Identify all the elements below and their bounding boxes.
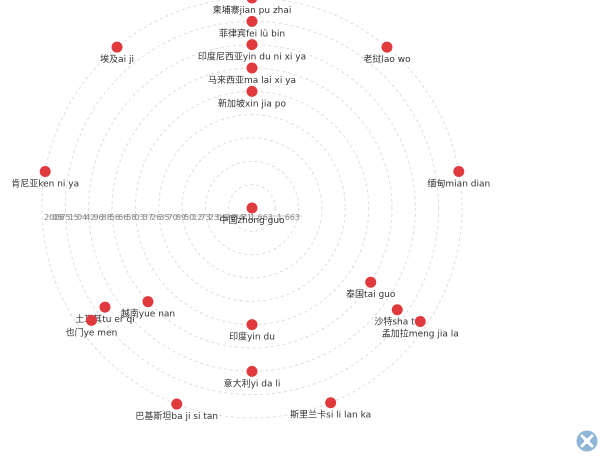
data-point-label: 沙特sha te [374,316,420,328]
data-point-label: 越南yue nan [121,308,175,320]
axis-tick-label: 03 [135,213,145,222]
axis-tick-label: 04 [77,213,87,222]
data-point-label: 菲律宾fei lü bin [219,27,285,39]
data-point-label: 新加坡xin jia po [218,97,286,109]
axis-tick-label: 50 [184,213,194,222]
axis-tick-label: 2006 [44,213,64,222]
axis-tick-label: 1.663 [277,213,300,222]
grid-ring [111,67,393,349]
axis-tick-label: 26 [151,213,161,222]
grid-ring [158,114,346,302]
data-point[interactable] [85,314,97,326]
grid-ring [204,160,300,256]
data-point-label: 也门ye men [66,326,118,338]
axis-tick-label: 96 [93,213,103,222]
data-point[interactable] [365,276,377,288]
data-point[interactable] [171,398,183,410]
data-point-label: 印度尼西亚yin du ni xi ya [198,51,306,63]
data-point-label: 印度yin du [229,331,275,343]
data-point[interactable] [111,41,123,53]
data-point[interactable] [99,301,111,313]
axis-tick-label: 12 [192,213,202,222]
data-point-label: 老挝lao wo [363,53,411,65]
data-point[interactable] [246,62,258,74]
axis-tick-label: 88 [102,213,112,222]
data-point[interactable] [246,319,258,331]
axis-tick-label: 75 [60,213,70,222]
axis-tick-label: 35 [159,213,169,222]
logo-icon [576,430,598,452]
grid-ring [228,184,276,232]
data-point-label: 肯尼亚ken ni ya [11,178,79,190]
data-point-label: 泰国tai guo [346,288,396,300]
data-point-label: 斯里兰卡si li lan ka [290,409,371,421]
data-point[interactable] [39,166,51,178]
axis-tick-label: 89 [176,213,186,222]
data-point[interactable] [414,316,426,328]
axis-tick-label: 09 [217,213,227,222]
data-point[interactable] [391,304,403,316]
axis-tick-label: 66 [118,213,128,222]
axis-tick-label: 56 [110,213,120,222]
data-point-label: 孟加拉meng jia la [382,328,459,340]
data-point-label: 缅甸mian dian [427,178,490,190]
data-point[interactable] [246,365,258,377]
data-point-label: 埃及ai ji [100,53,134,65]
axis-tick-label: 73 [201,213,211,222]
data-point[interactable] [453,166,465,178]
axis-tick-label: 05 [52,213,62,222]
axis-tick-label: 23 [209,213,219,222]
grid-ring [134,90,370,326]
axis-tick-label: 71 [242,213,252,222]
data-point[interactable] [246,39,258,51]
axis-tick-label: 15 [69,213,79,222]
grid-ring [181,137,323,279]
data-point[interactable] [246,15,258,27]
axis-tick-label: 58 [126,213,136,222]
data-point-label: 土耳其tu er qi [75,313,134,325]
grid-ring [41,0,463,419]
data-point-label: 马来西亚ma lai xi ya [208,75,296,86]
data-point-label: 意大利yi da li [224,377,281,389]
data-point[interactable] [246,0,258,4]
data-point[interactable] [246,85,258,97]
data-point[interactable] [381,41,393,53]
data-point[interactable] [142,296,154,308]
data-point-label: 中国zhong guo [219,214,285,226]
data-point[interactable] [325,397,337,409]
axis-tick-label: 70 [168,213,178,222]
grid-ring [64,20,440,396]
data-point-label: 柬埔寨jian pu zhai [213,4,292,16]
axis-tick-label: 84 [234,213,244,222]
data-point-label: 巴基斯坦ba ji si tan [135,410,218,422]
axis-tick-label: 1.663 [250,213,273,222]
data-point[interactable] [246,202,258,214]
axis-tick-label: 26 [225,213,235,222]
axis-tick-label: 37 [143,213,153,222]
axis-tick-label: 42 [85,213,95,222]
